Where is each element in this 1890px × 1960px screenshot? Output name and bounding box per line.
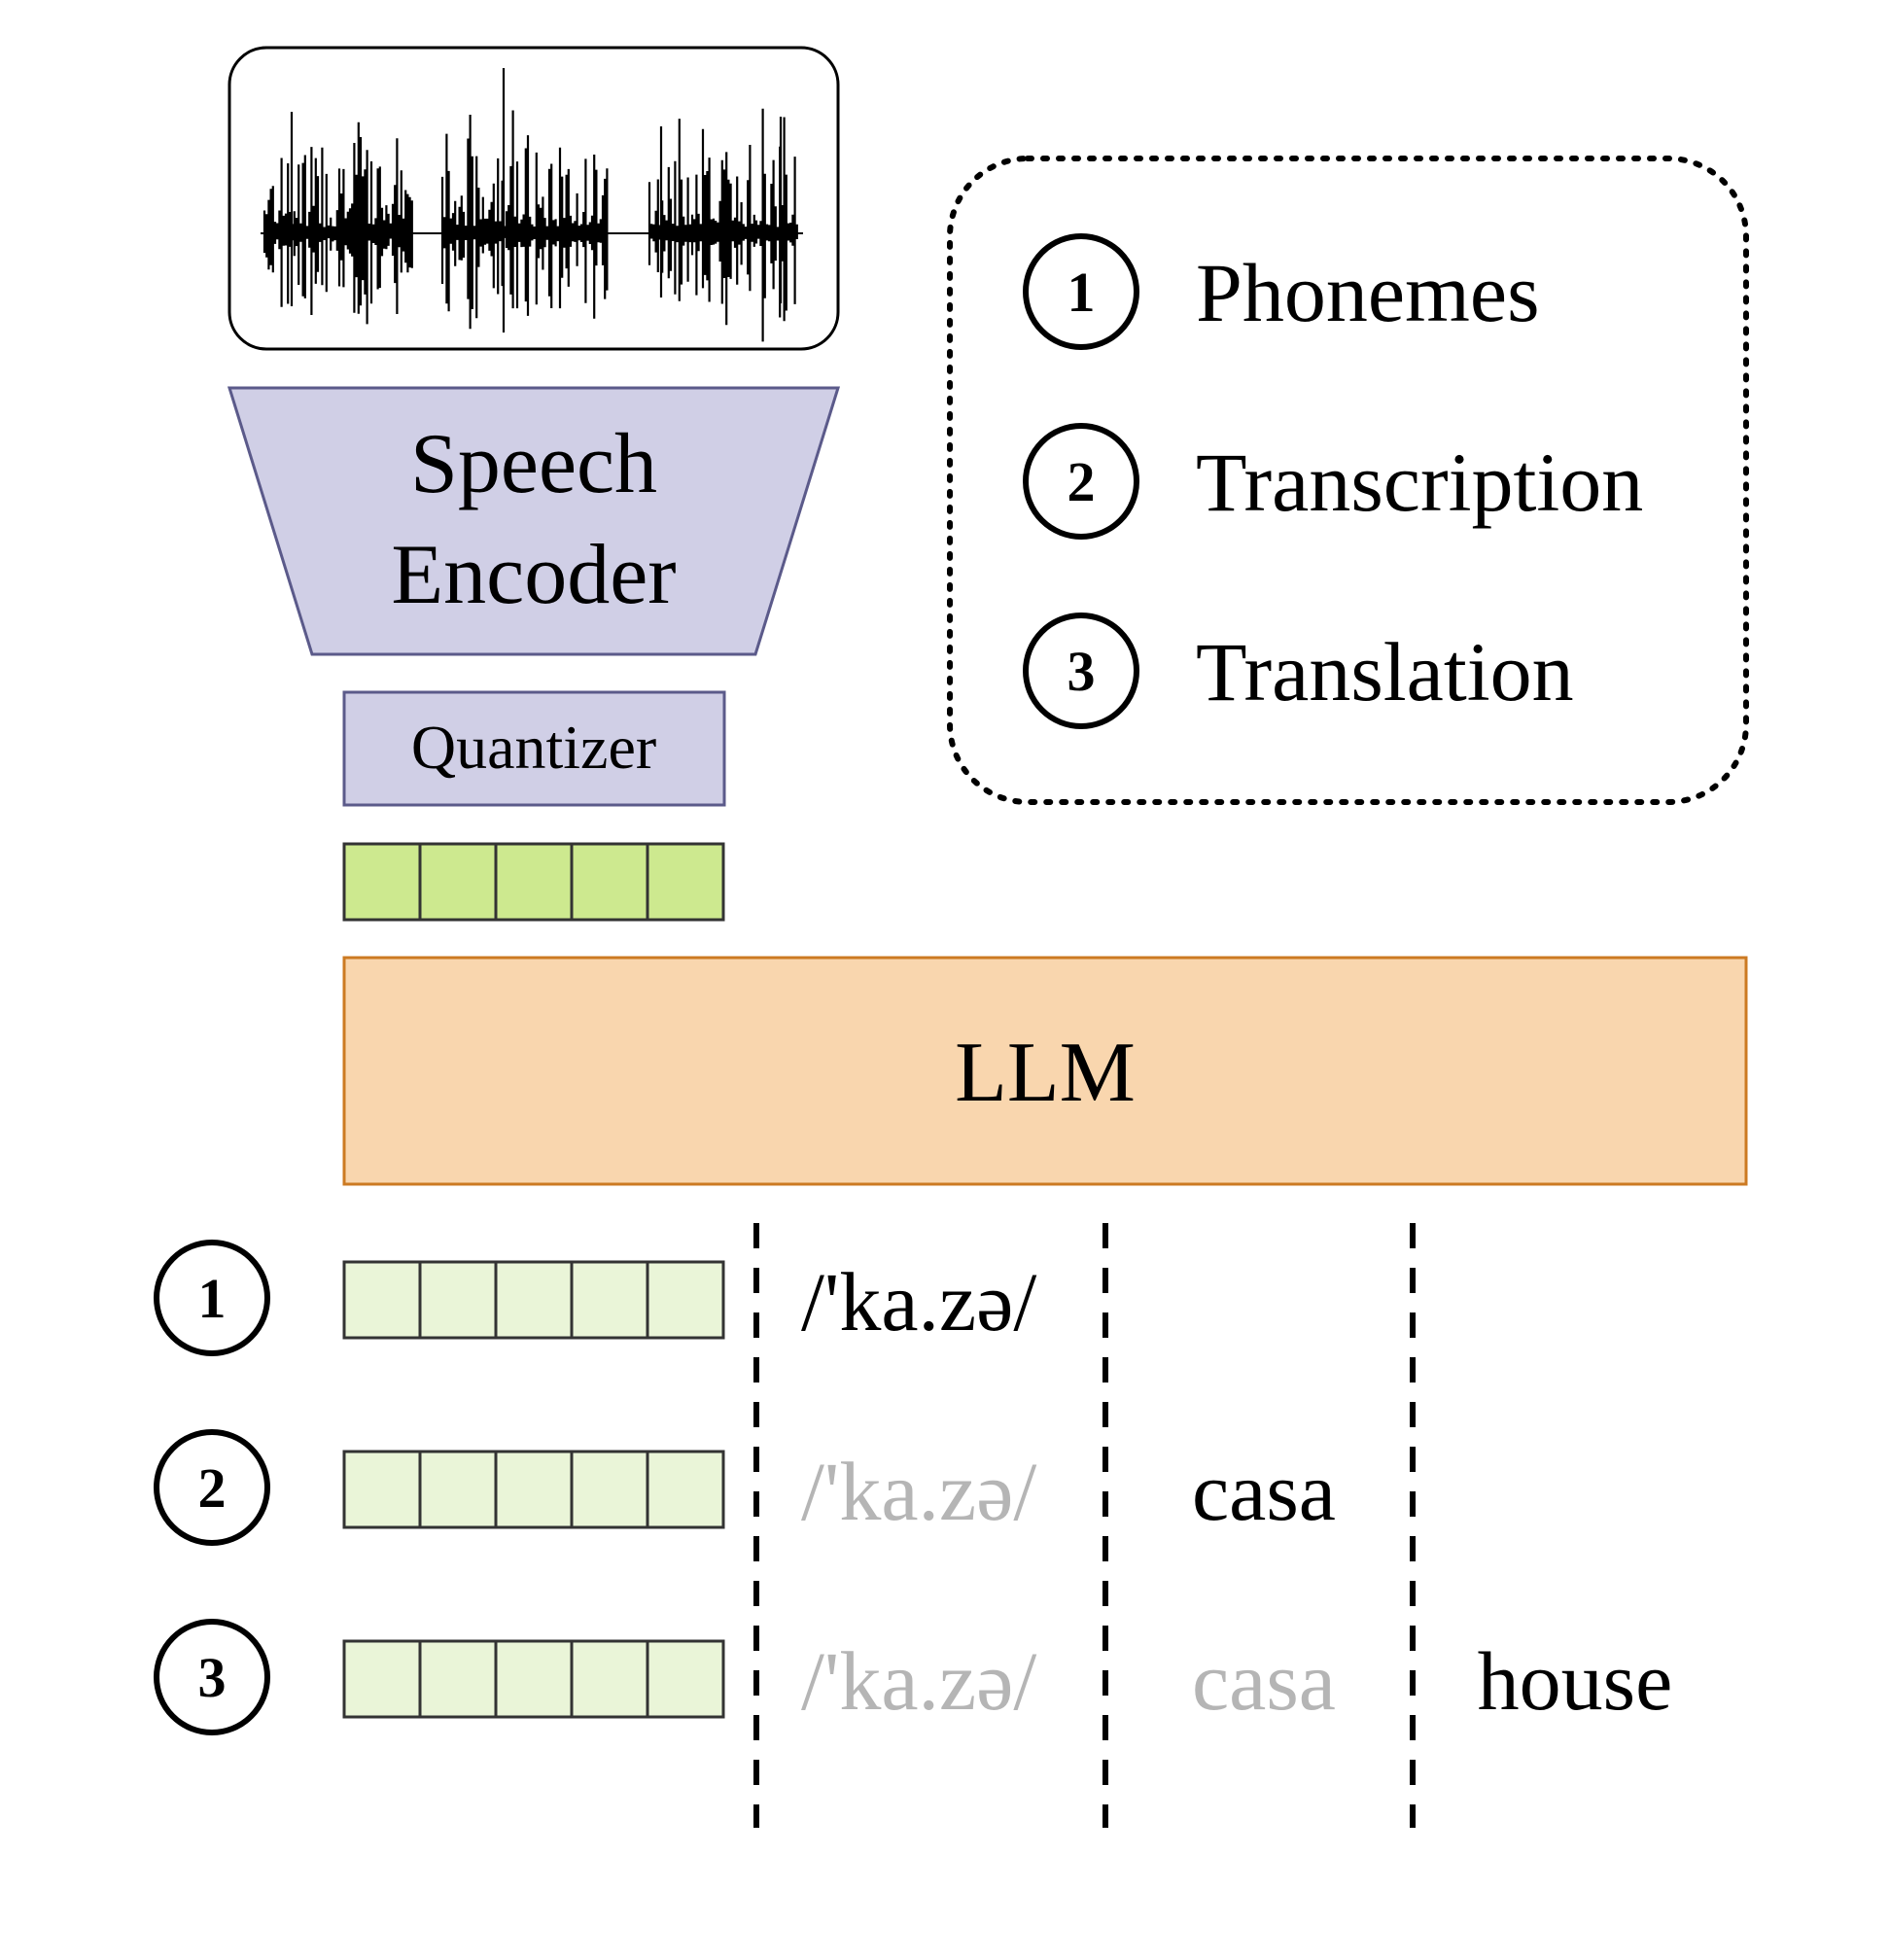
legend-number-2-icon: [1023, 423, 1139, 540]
legend-label-transcription: Transcription: [1196, 436, 1643, 529]
token-cell: [418, 842, 498, 922]
row-number-3-icon: [154, 1619, 270, 1735]
output-token-cell: [494, 1450, 574, 1529]
speech-encoder: Speech Encoder: [227, 386, 841, 656]
output-token-cell: [646, 1639, 725, 1719]
output-token-cell: [342, 1639, 422, 1719]
token-cell: [570, 842, 649, 922]
quantizer-label: Quantizer: [411, 713, 656, 782]
waveform-panel: [228, 46, 840, 351]
row-number-1-icon: [154, 1240, 270, 1356]
token-cell: [342, 842, 422, 922]
task-legend: 1 Phonemes 2 Transcription 3 Translation: [947, 156, 1749, 805]
speech-encoder-shape: [227, 386, 841, 656]
legend-label-translation: Translation: [1196, 625, 1574, 718]
row-3-phonemes: /'ka.zə/: [801, 1634, 1036, 1728]
output-token-cell: [418, 1450, 498, 1529]
output-token-cell: [342, 1260, 422, 1340]
legend-label-phonemes: Phonemes: [1196, 246, 1540, 339]
llm-label: LLM: [955, 1026, 1136, 1120]
legend-number-2: 2: [1068, 450, 1096, 513]
row-3-translation: house: [1478, 1634, 1673, 1728]
output-token-cell: [570, 1450, 649, 1529]
speech-encoder-label-line2: Encoder: [391, 528, 676, 622]
row-3-transcription: casa: [1192, 1634, 1336, 1728]
legend-number-3-icon: [1023, 612, 1139, 729]
output-token-cell: [646, 1260, 725, 1340]
quantizer: Quantizer: [342, 690, 726, 807]
waveform-frame: [228, 46, 840, 351]
token-cell: [494, 842, 574, 922]
speech-encoder-label-line1: Speech: [410, 417, 657, 511]
quantized-token-row: [342, 842, 725, 922]
output-row-1: 1 /'ka.zə/: [154, 1240, 1036, 1356]
output-separators: [753, 1223, 1416, 1828]
row-2-transcription: casa: [1192, 1445, 1336, 1538]
row-number-3: 3: [198, 1646, 227, 1709]
output-token-cell: [494, 1260, 574, 1340]
legend-number-1: 1: [1068, 261, 1096, 324]
output-row-2: 2 /'ka.zə/ casa: [154, 1429, 1336, 1546]
legend-number-1-icon: [1023, 233, 1139, 350]
output-token-cell: [342, 1450, 422, 1529]
row-number-1: 1: [198, 1267, 227, 1330]
output-token-cell: [494, 1639, 574, 1719]
quantizer-box: [342, 690, 726, 807]
llm: LLM: [342, 956, 1748, 1186]
row-number-2: 2: [198, 1456, 227, 1520]
row-1-phonemes: /'ka.zə/: [801, 1255, 1036, 1348]
output-token-cell: [418, 1260, 498, 1340]
row-2-phonemes: /'ka.zə/: [801, 1445, 1036, 1538]
token-cell: [646, 842, 725, 922]
output-token-cell: [646, 1450, 725, 1529]
waveform-path: [262, 68, 798, 342]
output-token-cell: [570, 1260, 649, 1340]
output-row-3: 3 /'ka.zə/ casa house: [154, 1619, 1673, 1735]
row-number-2-icon: [154, 1429, 270, 1546]
output-token-cell: [570, 1639, 649, 1719]
output-token-cell: [418, 1639, 498, 1719]
legend-number-3: 3: [1068, 640, 1096, 703]
llm-box: [342, 956, 1748, 1186]
audio-waveform-icon: [262, 68, 798, 342]
legend-frame: [947, 156, 1749, 805]
